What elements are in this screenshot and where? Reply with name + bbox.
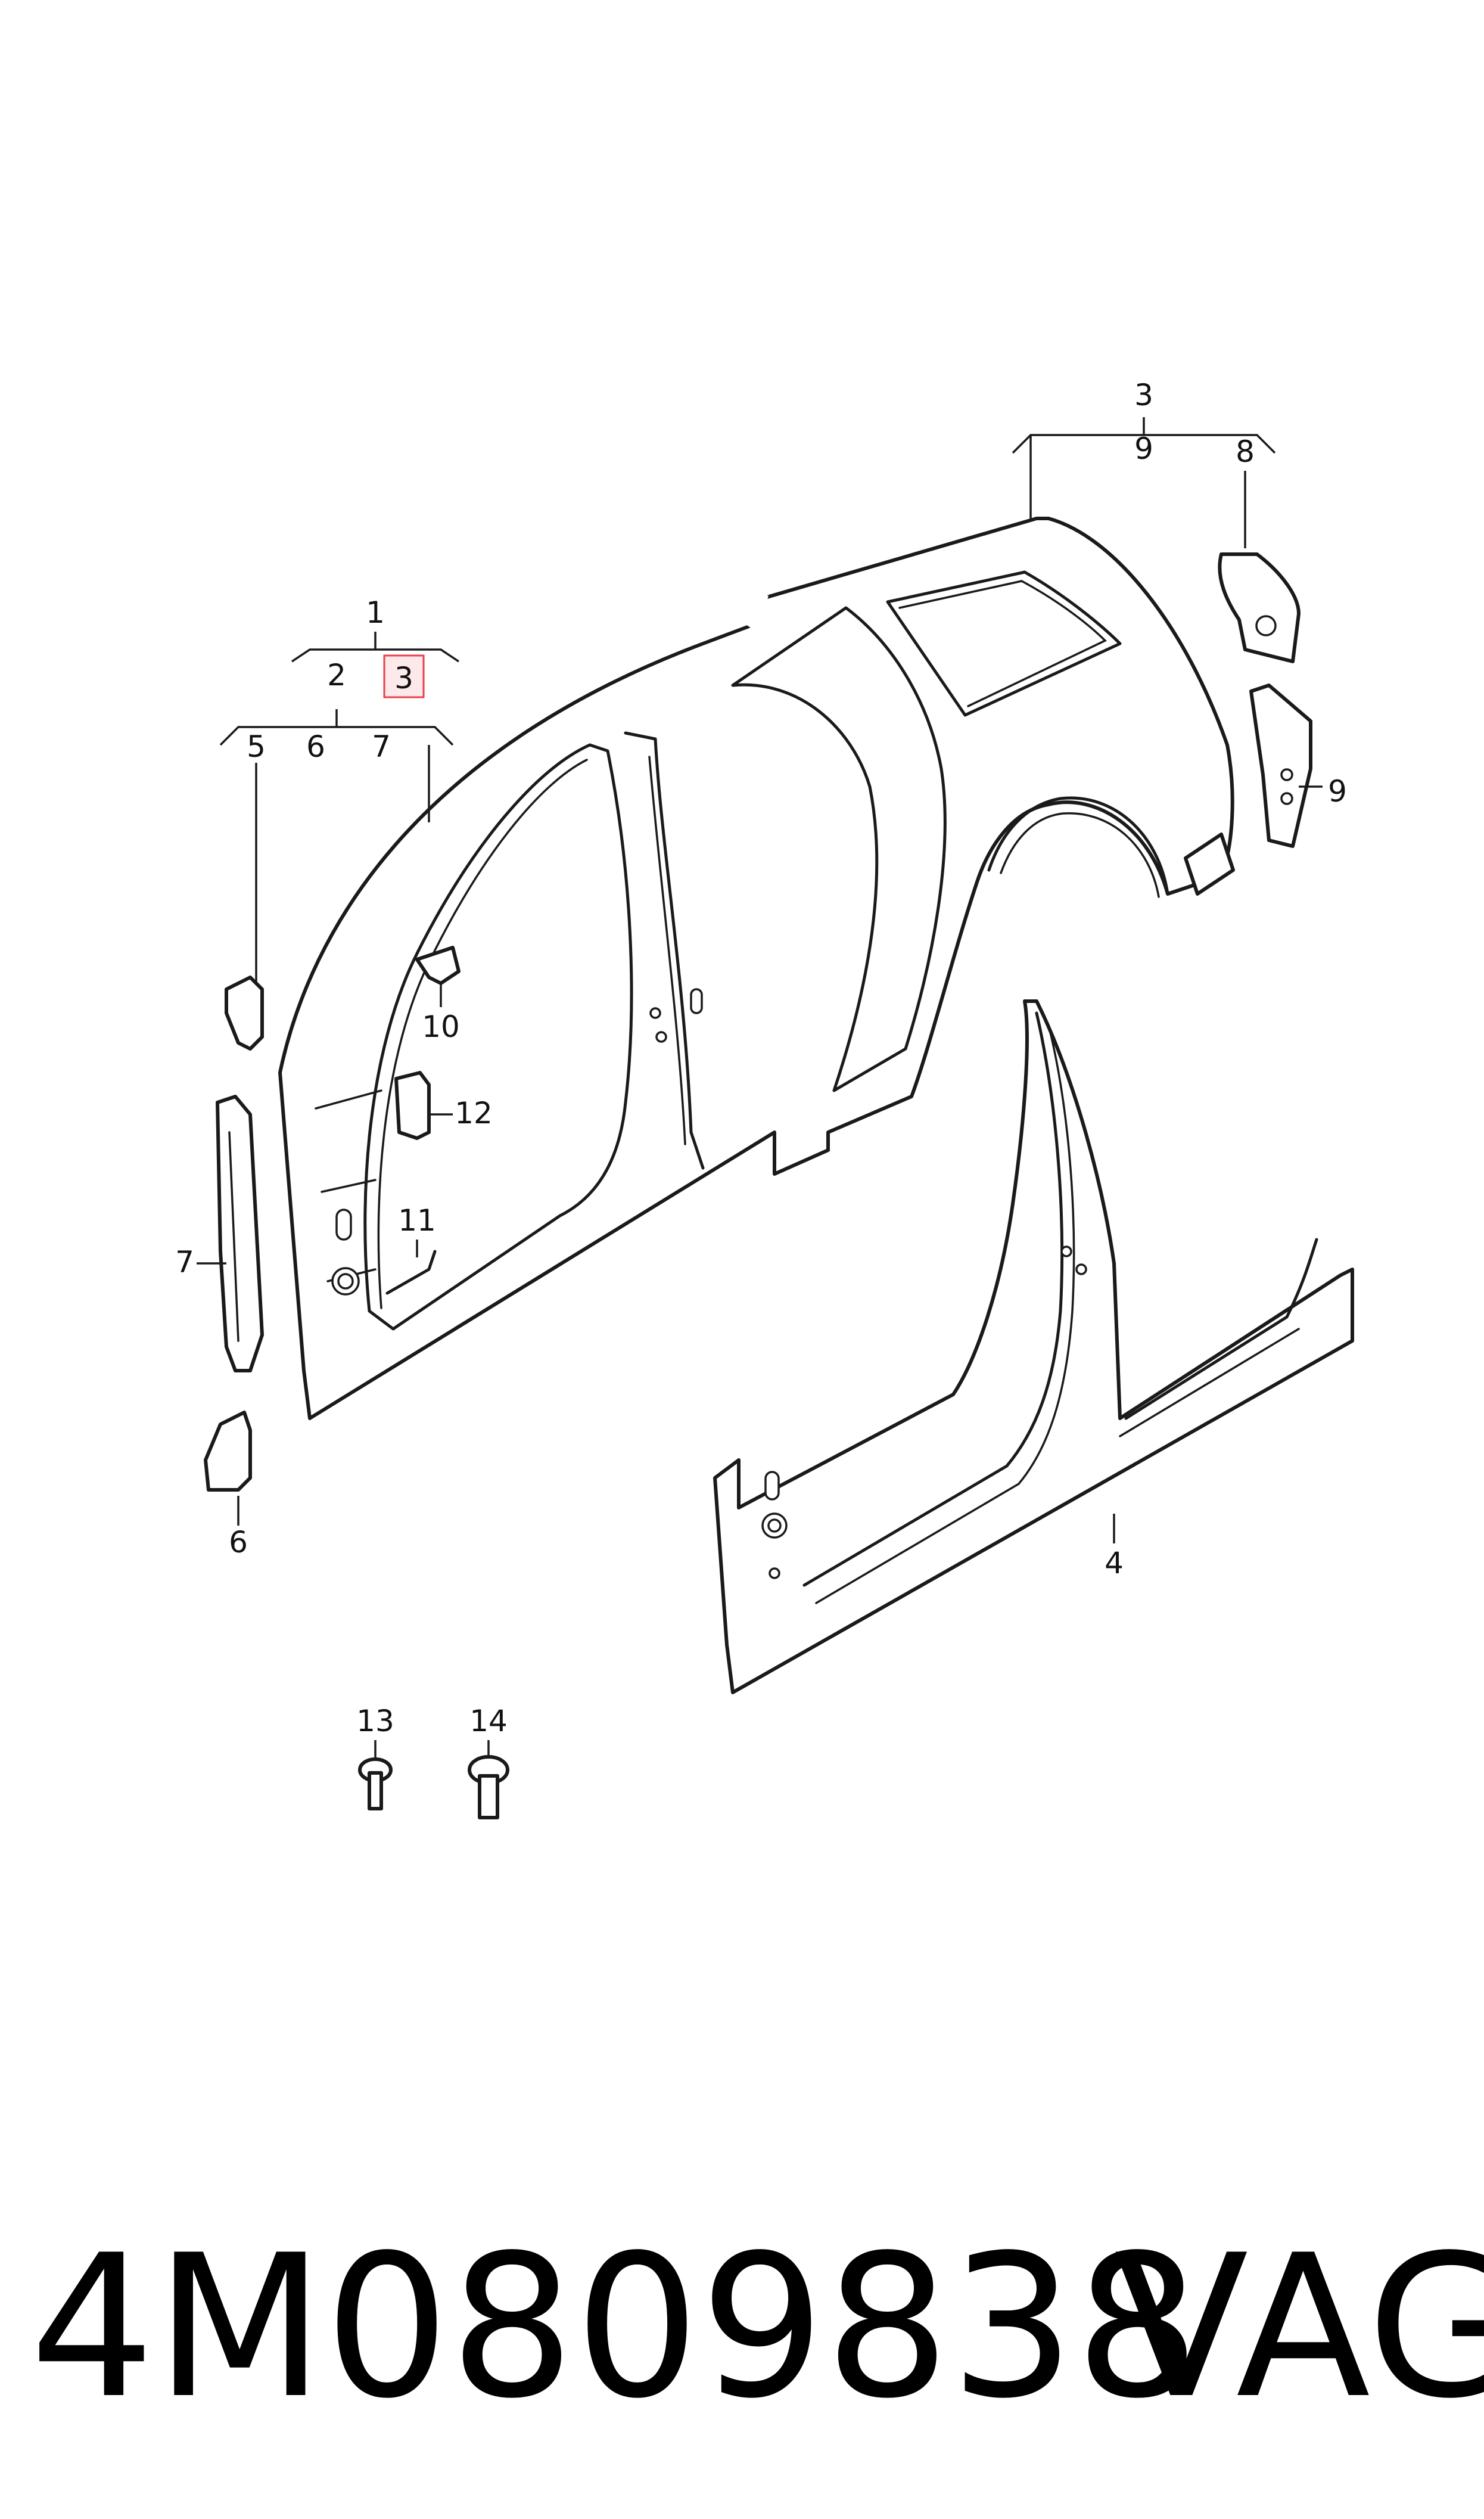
part-13-rivet (358, 1757, 393, 1810)
callout-8: 8 (1236, 434, 1255, 469)
callout-6: 6 (306, 729, 325, 764)
callout-10: 10 (422, 1010, 460, 1044)
callout-3-highlighted: 3 (394, 661, 413, 695)
highlight-box (383, 654, 425, 698)
leader-lines (197, 417, 1323, 1758)
callout-12: 12 (455, 1096, 493, 1130)
part-10-clip (415, 946, 461, 985)
callout-9-group: 9 (1134, 431, 1153, 466)
callout-9: 9 (1328, 774, 1347, 809)
callout-11: 11 (398, 1203, 436, 1238)
part-8-panel (1218, 552, 1301, 663)
callout-14: 14 (469, 1704, 508, 1738)
part-number-label: 4M0809838 (30, 2213, 1200, 2442)
sill-panel (713, 999, 1354, 1694)
callout-13: 13 (356, 1704, 394, 1738)
part-11-clip (385, 1250, 437, 1295)
callout-5: 5 (247, 729, 266, 764)
callout-2: 2 (327, 658, 346, 692)
callout-7: 7 (372, 729, 391, 764)
side-panel-frame (278, 517, 1235, 1420)
part-12-plate (394, 1071, 431, 1140)
callout-7-left: 7 (175, 1245, 194, 1279)
callout-1: 1 (366, 595, 385, 630)
part-6-hinge-bracket (204, 1411, 252, 1492)
callout-3-group: 3 (1134, 378, 1153, 412)
part-9-bracket (1249, 684, 1312, 848)
part-7-reinforcement (216, 1095, 264, 1372)
callout-6-bottom: 6 (229, 1525, 248, 1560)
part-14-rivet (468, 1755, 509, 1819)
brand-label: VAG (1114, 2213, 1484, 2442)
part-5-bracket (225, 976, 264, 1051)
callout-4: 4 (1105, 1546, 1124, 1580)
callout-labels: 1 2 3 5 6 7 3 9 8 9 10 12 11 7 6 4 13 14 (175, 378, 1347, 1738)
